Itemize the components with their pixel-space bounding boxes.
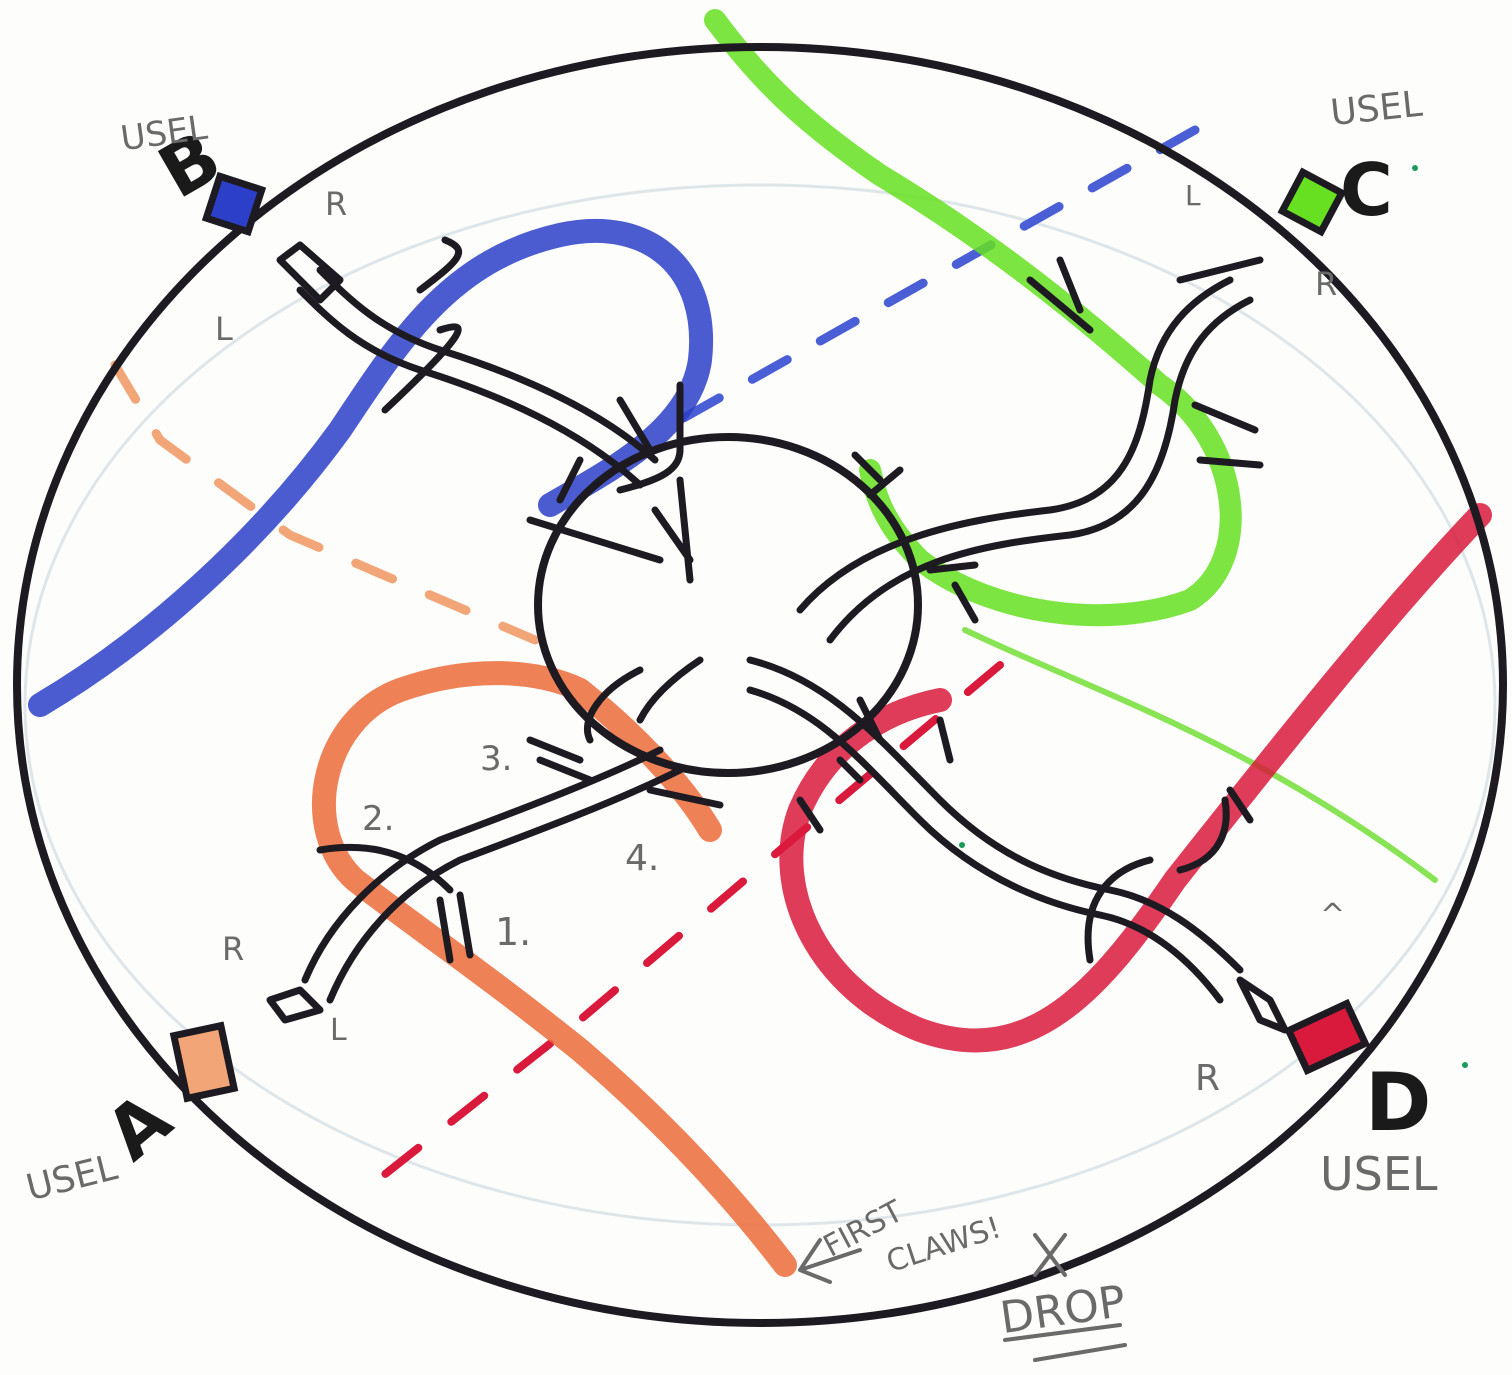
mark-a-r: R [222, 930, 244, 968]
outer-track-circle [17, 47, 1503, 1323]
station-a-label: USEL [22, 1147, 121, 1209]
mark-d-l: ^ [1320, 898, 1345, 933]
mark-c-r: R [1315, 265, 1337, 303]
red-crayon-route [791, 515, 1480, 1040]
station-d-pin [1289, 1004, 1366, 1071]
orange-crayon-route [324, 673, 785, 1265]
station-c-pin [1282, 172, 1342, 232]
arm-upper-right [800, 260, 1260, 640]
station-d-letter: D [1365, 1056, 1431, 1149]
sequence-4: 4. [625, 838, 659, 879]
mark-c-l: L [1185, 179, 1201, 212]
station-c-letter: C [1340, 148, 1393, 232]
station-d-label: USEL [1320, 1147, 1438, 1201]
mark-b-r: R [325, 185, 347, 223]
mark-b-l: L [215, 310, 233, 348]
dashed-route-blue [680, 130, 1195, 420]
scan-dot [1462, 1062, 1468, 1068]
pencil-guide-circle [25, 185, 1495, 1225]
mark-a-l: L [330, 1013, 347, 1048]
green-crayon-route [715, 20, 1231, 615]
scan-dot [959, 842, 965, 848]
sequence-3: 3. [480, 739, 512, 779]
scan-dot [1412, 165, 1418, 171]
dashed-route-red [365, 665, 1000, 1190]
mark-d-r: R [1195, 1058, 1220, 1099]
sequence-2: 2. [362, 799, 394, 839]
station-c-label: USEL [1328, 84, 1424, 134]
station-a-pin [174, 1026, 234, 1099]
sequence-1: 1. [495, 910, 531, 954]
blue-crayon-route [40, 231, 701, 705]
